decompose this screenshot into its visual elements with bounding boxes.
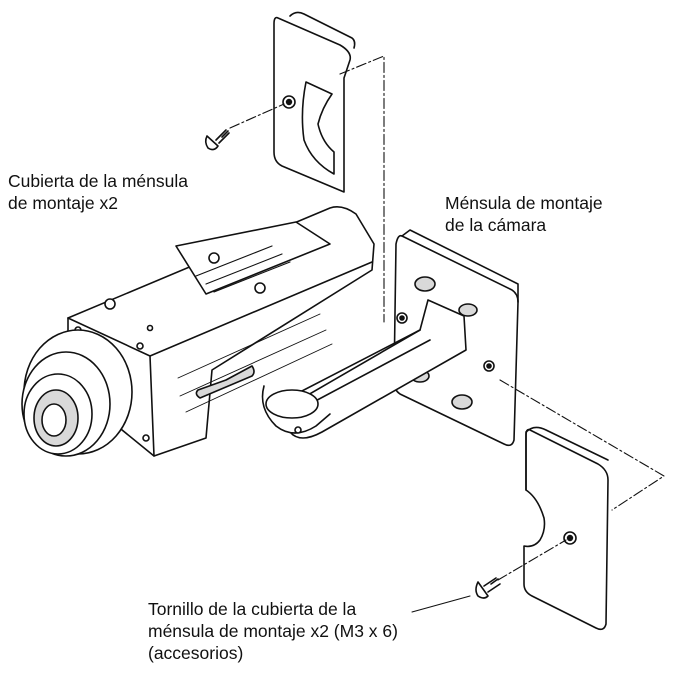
upper-screw bbox=[204, 129, 230, 151]
mounting-bracket-label-line-2: de la cámara bbox=[445, 215, 547, 235]
screw-leader-line bbox=[411, 595, 471, 613]
mounting-bracket-label: Ménsula de montaje de la cámara bbox=[445, 192, 603, 236]
bracket-cover-label-line-2: de montaje x2 bbox=[8, 193, 118, 213]
cover-screw-label-line-1: Tornillo de la cubierta de la bbox=[148, 599, 357, 619]
lower-bracket-cover bbox=[523, 426, 609, 631]
cover-screw-label: Tornillo de la cubierta de la ménsula de… bbox=[148, 598, 398, 664]
bracket-cover-label: Cubierta de la ménsula de montaje x2 bbox=[8, 170, 188, 214]
mounting-bracket-label-line-1: Ménsula de montaje bbox=[445, 193, 603, 213]
assembly-guide-lines bbox=[229, 55, 665, 581]
camera-lens bbox=[21, 329, 133, 457]
cover-screw-label-line-3: (accesorios) bbox=[148, 643, 244, 663]
cover-screw-label-line-2: ménsula de montaje x2 (M3 x 6) bbox=[148, 621, 398, 641]
bracket-cover-label-line-1: Cubierta de la ménsula bbox=[8, 171, 188, 191]
camera-body bbox=[67, 206, 375, 457]
upper-bracket-cover bbox=[273, 11, 356, 193]
bracket-arm bbox=[261, 299, 467, 439]
lower-screw bbox=[475, 577, 501, 599]
